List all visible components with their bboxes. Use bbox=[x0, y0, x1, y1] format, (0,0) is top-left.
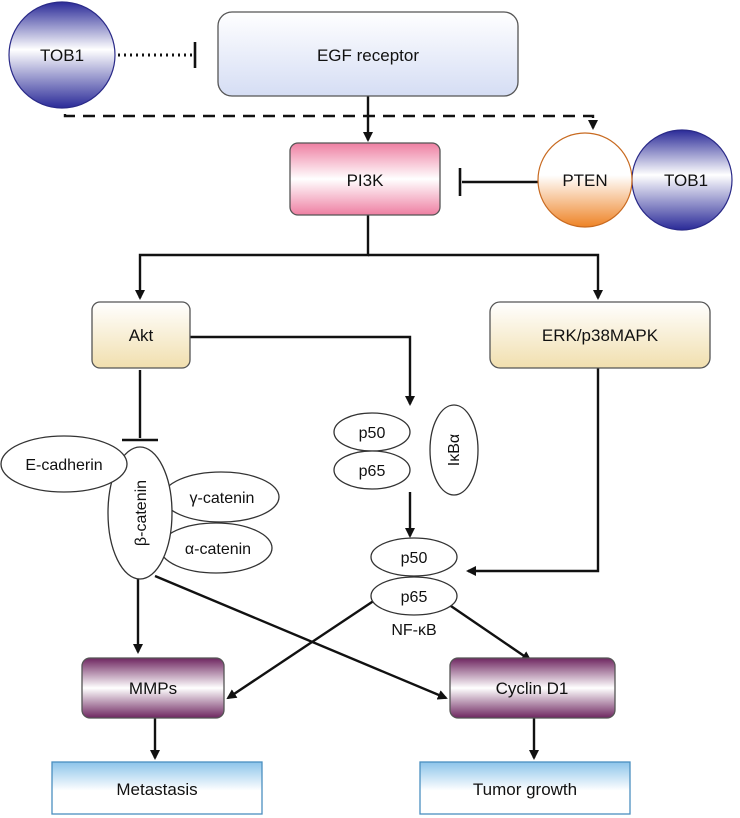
egf-receptor-box bbox=[217, 11, 519, 97]
p65-lower-oval bbox=[370, 576, 458, 616]
p65-upper-label: p65 bbox=[359, 463, 386, 480]
tob1-label: TOB1 bbox=[664, 171, 708, 190]
tob1-node-top: TOB1 bbox=[8, 1, 116, 109]
ikba-label: IκBα bbox=[446, 434, 463, 466]
ikba-oval bbox=[429, 404, 479, 496]
tumor-growth-label: Tumor growth bbox=[473, 780, 577, 799]
edge-nfkb-to-mmps bbox=[226, 597, 379, 700]
erk-box bbox=[489, 301, 711, 369]
tumor-growth-node: Tumor growth bbox=[419, 761, 631, 815]
erk-label: ERK/p38MAPK bbox=[542, 326, 659, 345]
edge-tob1-to-pten bbox=[63, 94, 598, 130]
mmps-node: MMPs bbox=[81, 657, 225, 719]
edge-beta-catenin-to-cyclin bbox=[154, 574, 448, 700]
p50-lower-label: p50 bbox=[401, 550, 428, 567]
metastasis-node: Metastasis bbox=[51, 761, 263, 815]
edge-pi3k-to-akt bbox=[135, 215, 370, 300]
cyclin-d1-label: Cyclin D1 bbox=[496, 679, 569, 698]
e-cadherin-label: E-cadherin bbox=[25, 457, 102, 474]
edge-pi3k-to-erk bbox=[368, 253, 603, 300]
edge-erk-to-nfkb bbox=[466, 368, 600, 576]
tumor-growth-box bbox=[419, 761, 631, 815]
tob1-circle bbox=[8, 1, 116, 109]
pi3k-node: PI3K bbox=[289, 142, 441, 216]
pi3k-label: PI3K bbox=[347, 171, 385, 190]
egf-receptor-node: EGF receptor bbox=[217, 11, 519, 97]
metastasis-box bbox=[51, 761, 263, 815]
akt-box bbox=[91, 301, 191, 369]
ikba-complex: IκBα p50 p65 bbox=[333, 404, 479, 496]
mmps-box bbox=[81, 657, 225, 719]
cyclin-d1-box bbox=[449, 657, 616, 719]
akt-label: Akt bbox=[129, 326, 154, 345]
p50-upper-label: p50 bbox=[359, 425, 386, 442]
edge-akt-to-ikba bbox=[190, 335, 415, 406]
e-cadherin-oval bbox=[0, 435, 128, 493]
mmps-label: MMPs bbox=[129, 679, 177, 698]
nfkb-label: NF-κB bbox=[391, 622, 436, 639]
pten-circle bbox=[537, 132, 633, 228]
gamma-catenin-label: γ-catenin bbox=[190, 490, 255, 507]
pten-label: PTEN bbox=[562, 171, 607, 190]
cyclin-d1-node: Cyclin D1 bbox=[449, 657, 616, 719]
metastasis-label: Metastasis bbox=[116, 780, 197, 799]
edge-nfkb-to-cyclin bbox=[444, 601, 532, 662]
tob1-label: TOB1 bbox=[40, 46, 84, 65]
catenin-complex: γ-catenin α-catenin β-catenin E-cadherin bbox=[0, 435, 280, 580]
beta-catenin-oval bbox=[107, 446, 173, 580]
p65-upper-oval bbox=[333, 450, 411, 490]
pten-tob1-complex: PTEN TOB1 bbox=[537, 129, 733, 231]
akt-node: Akt bbox=[91, 301, 191, 369]
beta-catenin-label: β-catenin bbox=[133, 480, 150, 546]
alpha-catenin-label: α-catenin bbox=[185, 541, 251, 558]
erk-node: ERK/p38MAPK bbox=[489, 301, 711, 369]
egf-receptor-label: EGF receptor bbox=[317, 46, 419, 65]
p50-lower-oval bbox=[370, 537, 458, 577]
nfkb-complex: p50 p65 NF-κB bbox=[370, 537, 458, 639]
pi3k-box bbox=[289, 142, 441, 216]
p65-lower-label: p65 bbox=[401, 589, 428, 606]
